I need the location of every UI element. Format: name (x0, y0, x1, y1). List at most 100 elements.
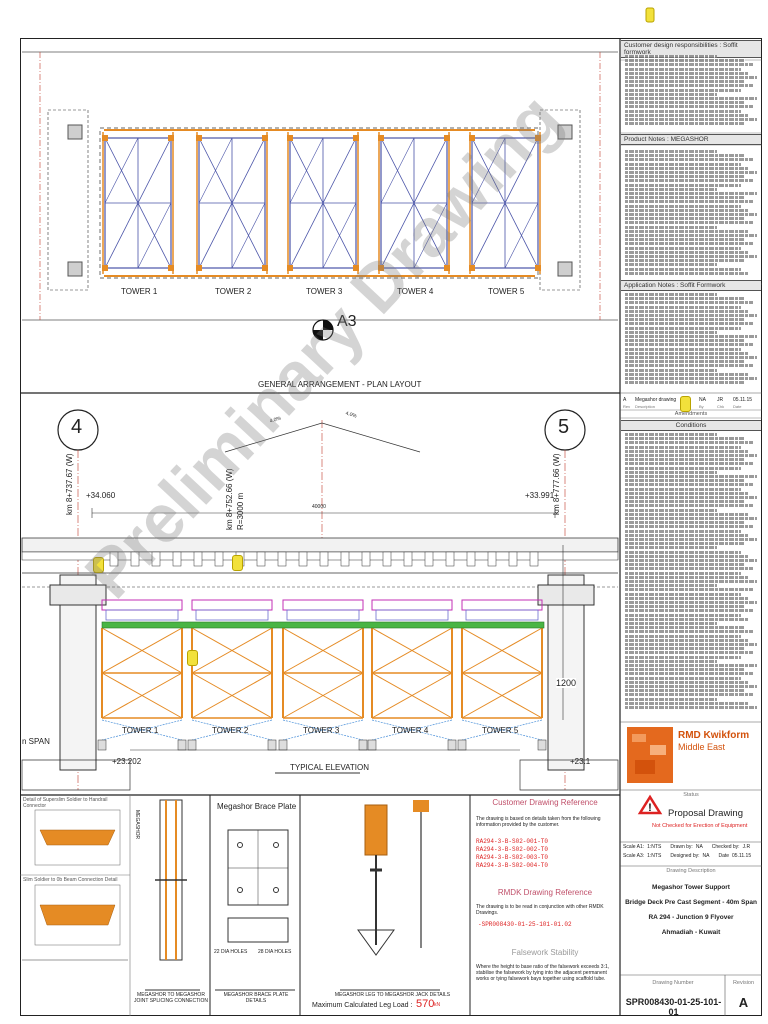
note-text-line (625, 101, 745, 105)
conditions-notes (623, 433, 759, 719)
note-text-line (625, 689, 745, 693)
elevation-tower-label: TOWER 2 (212, 726, 249, 735)
note-text-line (625, 664, 757, 667)
head-beam (101, 599, 183, 611)
note-text-line (625, 183, 741, 187)
marker-dot (232, 555, 243, 571)
megashor-label: MEGASHOR (134, 810, 140, 840)
rev-head-date: Date (733, 404, 742, 409)
axis-right: 5 (558, 416, 570, 438)
note-text-line (625, 221, 753, 225)
rev-letter: A (623, 397, 627, 403)
note-text-line (625, 491, 749, 495)
status-sub: Not Checked for Erection of Equipment (652, 823, 748, 829)
brace-holes-left: 22 DIA HOLES (214, 949, 248, 955)
product-notes-header: Product Notes : MEGASHOR (621, 134, 761, 145)
plan-tower-label: TOWER 4 (397, 287, 434, 296)
note-text-line (625, 187, 717, 191)
note-text-line (625, 697, 717, 701)
note-text-line (625, 508, 717, 512)
note-text-line (625, 592, 741, 596)
drawing-number-header: Drawing Number (652, 980, 694, 986)
rev-chk: JR (717, 397, 724, 403)
note-text-line (625, 517, 757, 520)
note-text-line (625, 445, 741, 449)
note-text-line (625, 571, 741, 575)
note-text-line (625, 487, 741, 491)
note-text-line (625, 150, 717, 153)
note-text-line (625, 647, 745, 651)
note-text-line (625, 175, 745, 179)
note-text-line (625, 229, 749, 233)
head-beam (461, 599, 543, 611)
note-text-line (625, 651, 753, 655)
plan-title: GENERAL ARRANGEMENT - PLAN LAYOUT (258, 380, 422, 389)
note-text-line (625, 271, 749, 275)
note-text-line (625, 546, 717, 550)
scale-a1: 1:NTS (647, 844, 662, 850)
load-value: 570 (416, 998, 435, 1010)
status-header: Status (683, 792, 699, 798)
note-text-line (625, 542, 745, 546)
note-text-line (625, 655, 741, 659)
note-text-line (625, 88, 741, 92)
note-text-line (625, 360, 745, 364)
company-region: Middle East (678, 742, 726, 752)
plan-tower-label: TOWER 3 (306, 287, 343, 296)
level-right: +33.991 (525, 491, 555, 500)
height-dimension: 1200 (556, 678, 577, 688)
note-text-line (625, 479, 745, 483)
description-header: Drawing Description (666, 868, 716, 874)
desc-line-4: Ahmadiah - Kuwait (661, 929, 721, 936)
note-text-line (625, 377, 757, 380)
note-text-line (625, 309, 749, 313)
note-text-line (625, 372, 749, 376)
note-text-line (625, 246, 741, 250)
note-text-line (625, 437, 745, 441)
note-text-line (625, 529, 741, 533)
plan-tower-label: TOWER 1 (121, 287, 158, 296)
drawn-label: Drawn by: (670, 844, 693, 850)
customer-responsibilities-notes (623, 55, 759, 131)
rev-date: 05.11.15 (733, 397, 753, 403)
span-dimension: 40000 (312, 504, 326, 510)
note-text-line (625, 454, 757, 457)
elevation-title: TYPICAL ELEVATION (290, 763, 369, 772)
note-text-line (625, 601, 757, 604)
note-text-line (625, 634, 741, 638)
rev-head-chk: Chk (717, 404, 725, 409)
customer-ref-intro: The drawing is based on details taken fr… (476, 816, 601, 828)
svg-text:!: ! (648, 802, 652, 814)
customer-ref-title: Customer Drawing Reference (492, 798, 598, 807)
note-text-line (625, 255, 757, 258)
section-marker: A3 (337, 313, 357, 330)
note-text-line (625, 109, 741, 113)
note-text-line (625, 259, 745, 263)
note-text-line (625, 441, 753, 445)
desc-line-3: RA 294 - Junction 9 Flyover (648, 914, 734, 921)
note-text-line (625, 71, 749, 75)
note-text-line (625, 643, 757, 646)
elevation-tower-label: TOWER 1 (122, 726, 159, 735)
note-text-line (625, 584, 717, 588)
revision-letter: A (738, 995, 749, 1010)
customer-ref-item: RA294-3-B-S02-001-T0 (476, 838, 549, 845)
head-beam (191, 599, 273, 611)
note-text-line (625, 97, 757, 100)
axis-left: 4 (71, 416, 83, 438)
note-text-line (625, 567, 753, 571)
load-label: Maximum Calculated Leg Load : (312, 1002, 413, 1009)
elevation-tower-label: TOWER 3 (303, 726, 340, 735)
note-text-line (625, 680, 749, 684)
note-text-line (625, 605, 745, 609)
note-text-line (625, 596, 749, 600)
elevation (21, 409, 619, 791)
note-text-line (625, 335, 757, 338)
base-level-left: +23.202 (112, 757, 142, 766)
elevation-tower-label: TOWER 5 (482, 726, 519, 735)
note-text-line (625, 525, 753, 529)
note-text-line (625, 84, 753, 88)
drawing-description: Megashor Tower Support Bridge Deck Pre C… (621, 880, 761, 940)
note-text-line (625, 575, 749, 579)
